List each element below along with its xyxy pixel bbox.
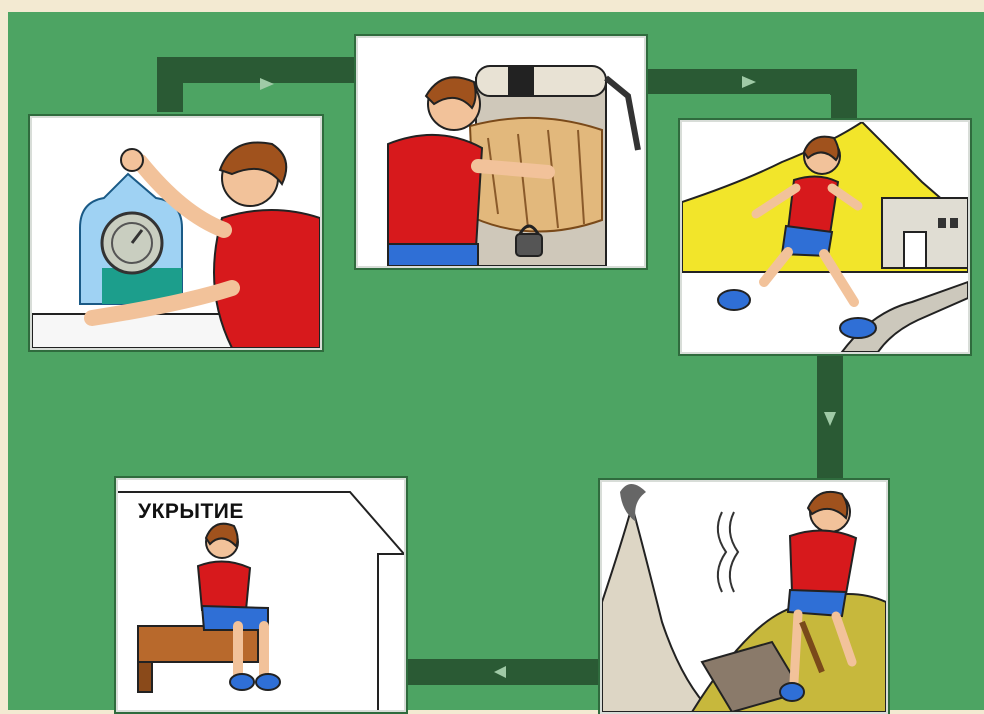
step-5-panel: УКРЫТИЕ: [116, 478, 406, 712]
shelter-label: УКРЫТИЕ: [138, 500, 244, 524]
step-1-panel: [30, 116, 322, 350]
close-shutter-icon: [358, 38, 644, 266]
step-2-panel: [356, 36, 646, 268]
step-3-panel: [680, 120, 970, 354]
run-to-shelter-icon: [682, 122, 968, 352]
step-4-panel: [600, 480, 888, 714]
turn-off-gas-icon: [32, 118, 320, 348]
escape-volcano-icon: [602, 482, 886, 712]
